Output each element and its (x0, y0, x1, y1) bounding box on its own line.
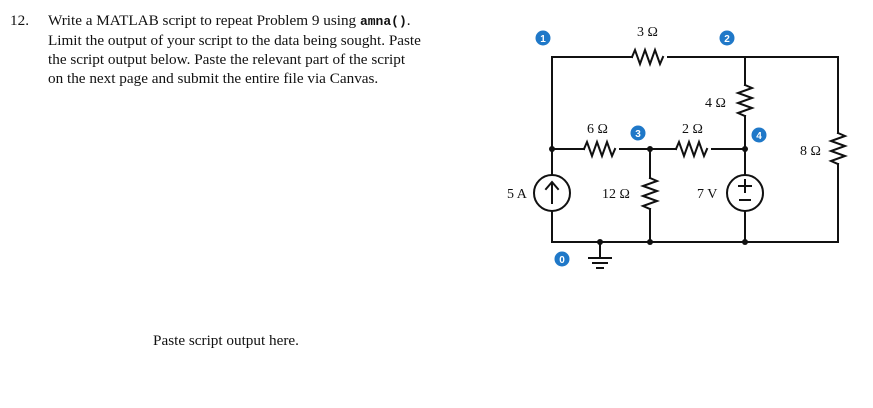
resistor-6ohm (582, 139, 617, 159)
node-badge-0: 0 (554, 251, 570, 267)
paste-output-prompt: Paste script output here. (153, 332, 299, 349)
label-8ohm: 8 Ω (800, 144, 821, 159)
voltage-source (726, 174, 764, 212)
problem-line-4: on the next page and submit the entire f… (48, 70, 379, 87)
resistor-3ohm (630, 47, 665, 67)
resistor-4ohm (735, 83, 755, 118)
node-label: 2 (724, 34, 730, 45)
node-badge-3: 3 (630, 125, 646, 141)
badge-circle (535, 30, 551, 46)
resistor-2ohm (674, 139, 709, 159)
problem-number: 12. (10, 12, 29, 29)
line1-text: Write a MATLAB script to repeat Problem … (48, 12, 360, 29)
junction-dot (647, 239, 653, 245)
voltage-plus (738, 179, 752, 193)
node-label: 4 (756, 131, 762, 142)
node-badge-4: 4 (751, 127, 767, 143)
badge-circle (554, 251, 570, 267)
problem-text: Write a MATLAB script to repeat Problem … (48, 11, 488, 88)
problem-line-1: Write a MATLAB script to repeat Problem … (48, 11, 488, 31)
junction-dot (647, 146, 653, 152)
badge-circle (630, 125, 646, 141)
label-7V: 7 V (697, 187, 717, 202)
label-5A: 5 A (507, 187, 528, 202)
node-label: 0 (559, 255, 565, 266)
junction-dot (742, 146, 748, 152)
node-label: 3 (635, 129, 641, 140)
label-6ohm: 6 Ω (587, 122, 608, 137)
problem-line-2: Limit the output of your script to the d… (48, 32, 421, 49)
label-3ohm: 3 Ω (637, 25, 658, 40)
resistor-12ohm (640, 176, 660, 211)
badge-circle (751, 127, 767, 143)
label-4ohm: 4 Ω (705, 96, 726, 111)
node-badge-1: 1 (535, 30, 551, 46)
current-arrow (544, 180, 560, 204)
node-badge-2: 2 (719, 30, 735, 46)
current-source (533, 174, 571, 212)
junction-dot (742, 239, 748, 245)
line1-end: . (406, 12, 411, 29)
label-12ohm: 12 Ω (602, 187, 630, 202)
label-2ohm: 2 Ω (682, 122, 703, 137)
problem-line-3: the script output below. Paste the relev… (48, 51, 406, 68)
junction-dot (549, 146, 555, 152)
badge-circle (719, 30, 735, 46)
resistor-8ohm (828, 131, 848, 166)
ground-symbol (588, 257, 612, 269)
function-name: amna() (359, 14, 407, 29)
junction-dot (597, 239, 603, 245)
node-label: 1 (540, 34, 546, 45)
